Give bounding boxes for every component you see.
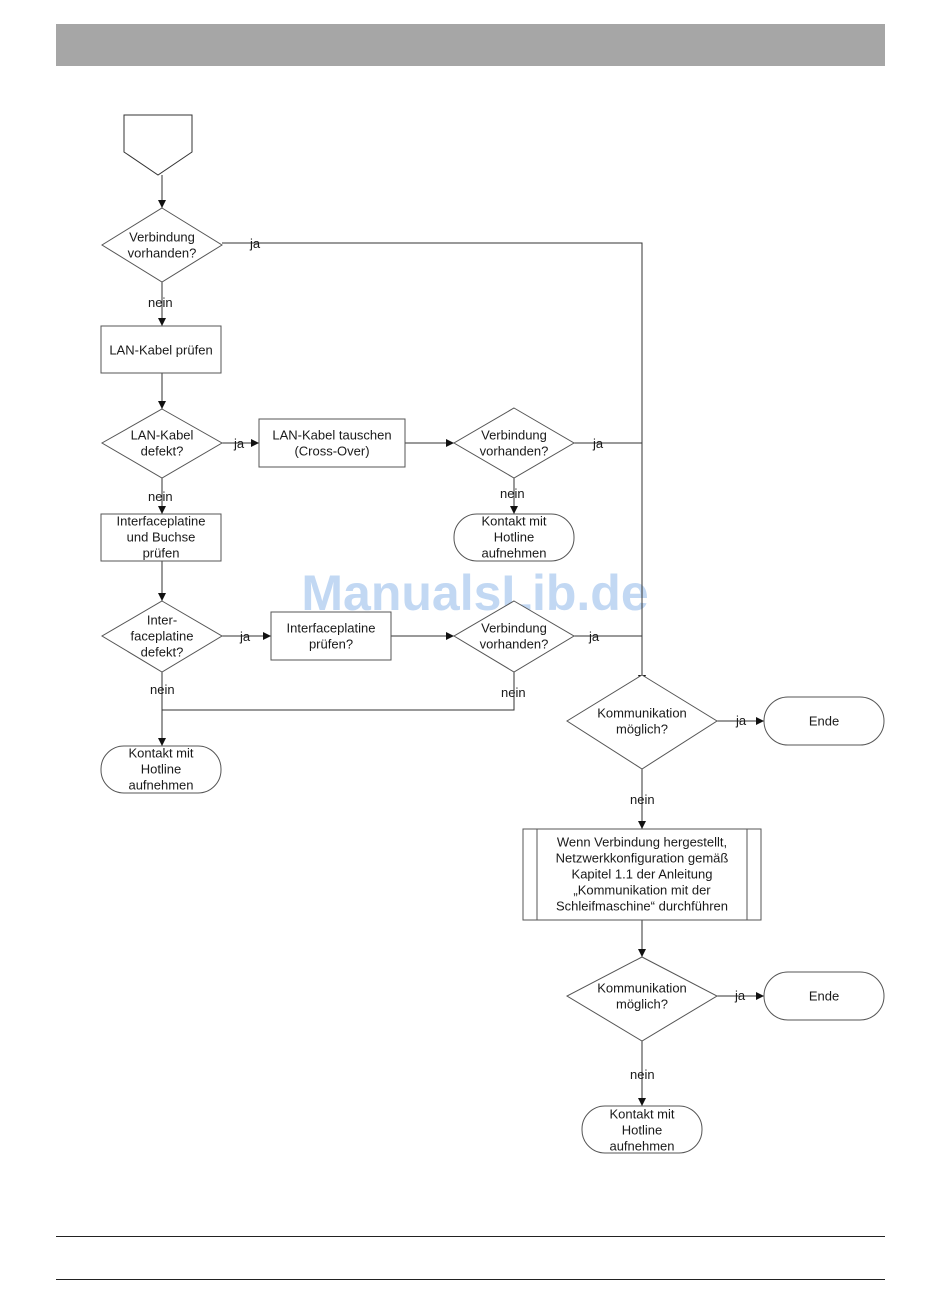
label-d7-yes: ja <box>734 988 746 1003</box>
header-bar <box>56 24 885 66</box>
process-p2 <box>258 418 406 468</box>
node-t5-line-2: Hotline <box>622 1123 662 1138</box>
node-d2-line-2: defekt? <box>141 444 184 459</box>
node-t1-line-2: Hotline <box>494 530 534 545</box>
node-t2-line-1: Kontakt mit <box>128 746 193 761</box>
terminal-t4 <box>763 971 885 1021</box>
edge-d5-no <box>162 672 515 711</box>
node-t2-line-3: aufnehmen <box>128 778 193 793</box>
decision-d7 <box>565 956 719 1042</box>
process-p4 <box>270 611 392 661</box>
node-p3-line-1: Interfaceplatine <box>117 514 206 529</box>
process-p3 <box>100 513 222 562</box>
node-d3-line-1: Verbindung <box>481 428 547 443</box>
node-t3-line-1: Ende <box>809 714 839 729</box>
terminal-t1 <box>453 513 575 562</box>
node-p3-line-2: und Buchse <box>127 530 196 545</box>
node-t1-line-1: Kontakt mit <box>481 514 546 529</box>
label-d3-yes: ja <box>592 436 604 451</box>
label-d1-yes: ja <box>249 236 261 251</box>
node-d4-line-2: faceplatine <box>131 629 194 644</box>
node-d1-line-2: vorhanden? <box>128 246 197 261</box>
node-t5-line-1: Kontakt mit <box>609 1107 674 1122</box>
node-t5-line-3: aufnehmen <box>609 1139 674 1154</box>
label-d7-no: nein <box>630 1067 655 1082</box>
node-d5-line-2: vorhanden? <box>480 637 549 652</box>
node-d5-line-1: Verbindung <box>481 621 547 636</box>
node-d6-line-2: möglich? <box>616 722 668 737</box>
node-d2-line-1: LAN-Kabel <box>131 428 194 443</box>
edge-d1-yes <box>222 242 646 683</box>
node-d3-line-2: vorhanden? <box>480 444 549 459</box>
label-d1-no: nein <box>148 295 173 310</box>
node-t2-line-2: Hotline <box>141 762 181 777</box>
label-d4-no: nein <box>150 682 175 697</box>
decision-d5 <box>453 600 575 673</box>
label-d5-no: nein <box>501 685 526 700</box>
label-d5-yes: ja <box>588 629 600 644</box>
decision-d6 <box>566 674 718 770</box>
label-d6-no: nein <box>630 792 655 807</box>
decision-d2 <box>100 408 224 479</box>
node-t1-line-3: aufnehmen <box>481 546 546 561</box>
node-p1-line-1: LAN-Kabel prüfen <box>109 343 212 358</box>
node-t4-line-1: Ende <box>809 989 839 1004</box>
label-d6-yes: ja <box>735 713 747 728</box>
node-d7-line-2: möglich? <box>616 997 668 1012</box>
node-p5-line-4: „Kommunikation mit der <box>573 883 711 898</box>
node-p2-line-2: (Cross-Over) <box>294 444 369 459</box>
label-d2-yes: ja <box>233 436 245 451</box>
node-d1-line-1: Verbindung <box>129 230 195 245</box>
node-p5-line-1: Wenn Verbindung hergestellt, <box>557 835 727 850</box>
node-d4-line-3: defekt? <box>141 645 184 660</box>
node-p5-line-2: Netzwerkkonfiguration gemäß <box>556 851 729 866</box>
label-d4-yes: ja <box>239 629 251 644</box>
process-p5 <box>522 828 762 921</box>
node-p5-line-5: Schleifmaschine“ durchführen <box>556 899 728 914</box>
node-d4-line-1: Inter- <box>147 613 177 628</box>
terminal-t2 <box>100 745 222 794</box>
node-d7-line-1: Kommunikation <box>597 981 687 996</box>
footer-rule-bottom <box>56 1279 885 1280</box>
node-p2-line-1: LAN-Kabel tauschen <box>272 428 391 443</box>
node-p3-line-3: prüfen <box>143 546 180 561</box>
decision-d3 <box>453 407 575 479</box>
decision-d4 <box>101 600 223 673</box>
node-p5-line-3: Kapitel 1.1 der Anleitung <box>572 867 713 882</box>
label-d3-no: nein <box>500 486 525 501</box>
start-connector <box>123 114 193 176</box>
node-p4-line-1: Interfaceplatine <box>287 621 376 636</box>
terminal-t3 <box>763 696 885 746</box>
footer-rule-top <box>56 1236 885 1237</box>
node-d6-line-1: Kommunikation <box>597 706 687 721</box>
process-p1 <box>100 325 222 374</box>
label-d2-no: nein <box>148 489 173 504</box>
node-p4-line-2: prüfen? <box>309 637 353 652</box>
decision-d1 <box>101 207 223 283</box>
terminal-t5 <box>581 1105 703 1154</box>
